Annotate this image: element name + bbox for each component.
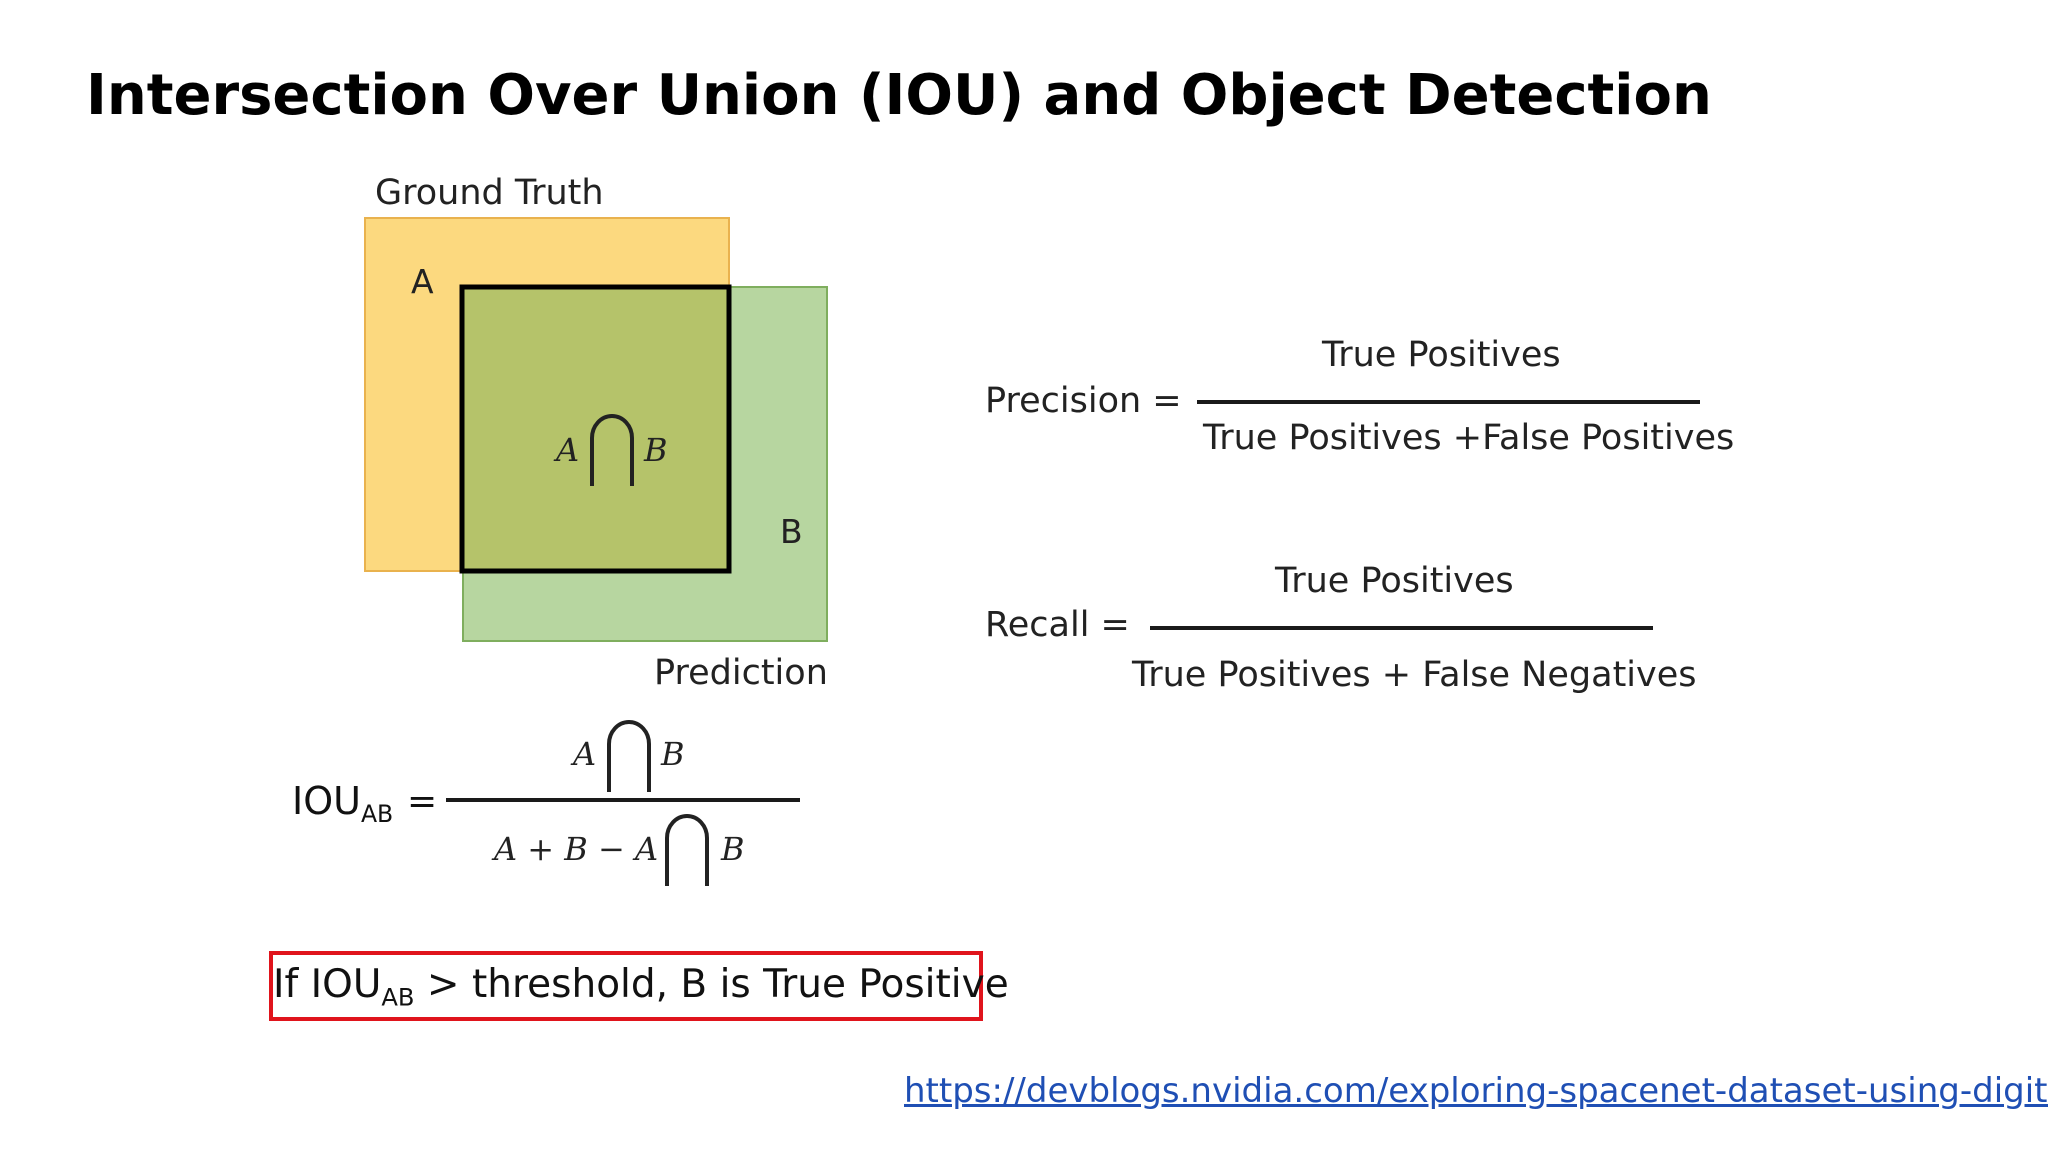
iou-lhs-subscript: AB (360, 800, 394, 829)
iou-denominator-right: B (721, 830, 745, 868)
precision-lhs: Precision = (985, 381, 1182, 421)
denominator-intersection-symbol (665, 814, 709, 886)
source-link[interactable]: https://devblogs.nvidia.com/exploring-sp… (904, 1071, 2048, 1111)
iou-formula-lhs: IOUAB (292, 779, 393, 826)
intersection-left-term: A (556, 431, 580, 469)
recall-fraction-line (1150, 626, 1653, 630)
prediction-label: Prediction (654, 653, 828, 693)
threshold-rule-subscript: AB (381, 983, 415, 1012)
threshold-rule-box (269, 951, 983, 1021)
recall-numerator: True Positives (1275, 561, 1514, 601)
threshold-rule-prefix: If IOU (273, 962, 382, 1007)
threshold-rule-text: If IOUAB > threshold, B is True Positive (273, 962, 1009, 1010)
iou-equals-sign: = (407, 781, 438, 822)
precision-numerator: True Positives (1322, 335, 1561, 375)
intersection-right-term: B (644, 431, 668, 469)
iou-numerator-left: A (573, 735, 597, 773)
box-b-label: B (780, 512, 803, 551)
box-a-label: A (411, 262, 434, 301)
iou-numerator-right: B (661, 735, 685, 773)
iou-denominator-left: A + B − A (494, 830, 659, 868)
threshold-rule-suffix: > threshold, B is True Positive (414, 962, 1009, 1007)
recall-denominator: True Positives + False Negatives (1132, 655, 1697, 695)
slide-title: Intersection Over Union (IOU) and Object… (86, 63, 1712, 128)
iou-fraction-line (446, 798, 800, 802)
precision-fraction-line (1197, 400, 1700, 404)
iou-lhs-main: IOU (292, 779, 361, 823)
intersection-symbol (590, 414, 634, 486)
recall-lhs: Recall = (985, 605, 1130, 645)
ground-truth-label: Ground Truth (375, 173, 604, 213)
precision-denominator: True Positives +False Positives (1203, 418, 1735, 458)
numerator-intersection-symbol (607, 720, 651, 792)
